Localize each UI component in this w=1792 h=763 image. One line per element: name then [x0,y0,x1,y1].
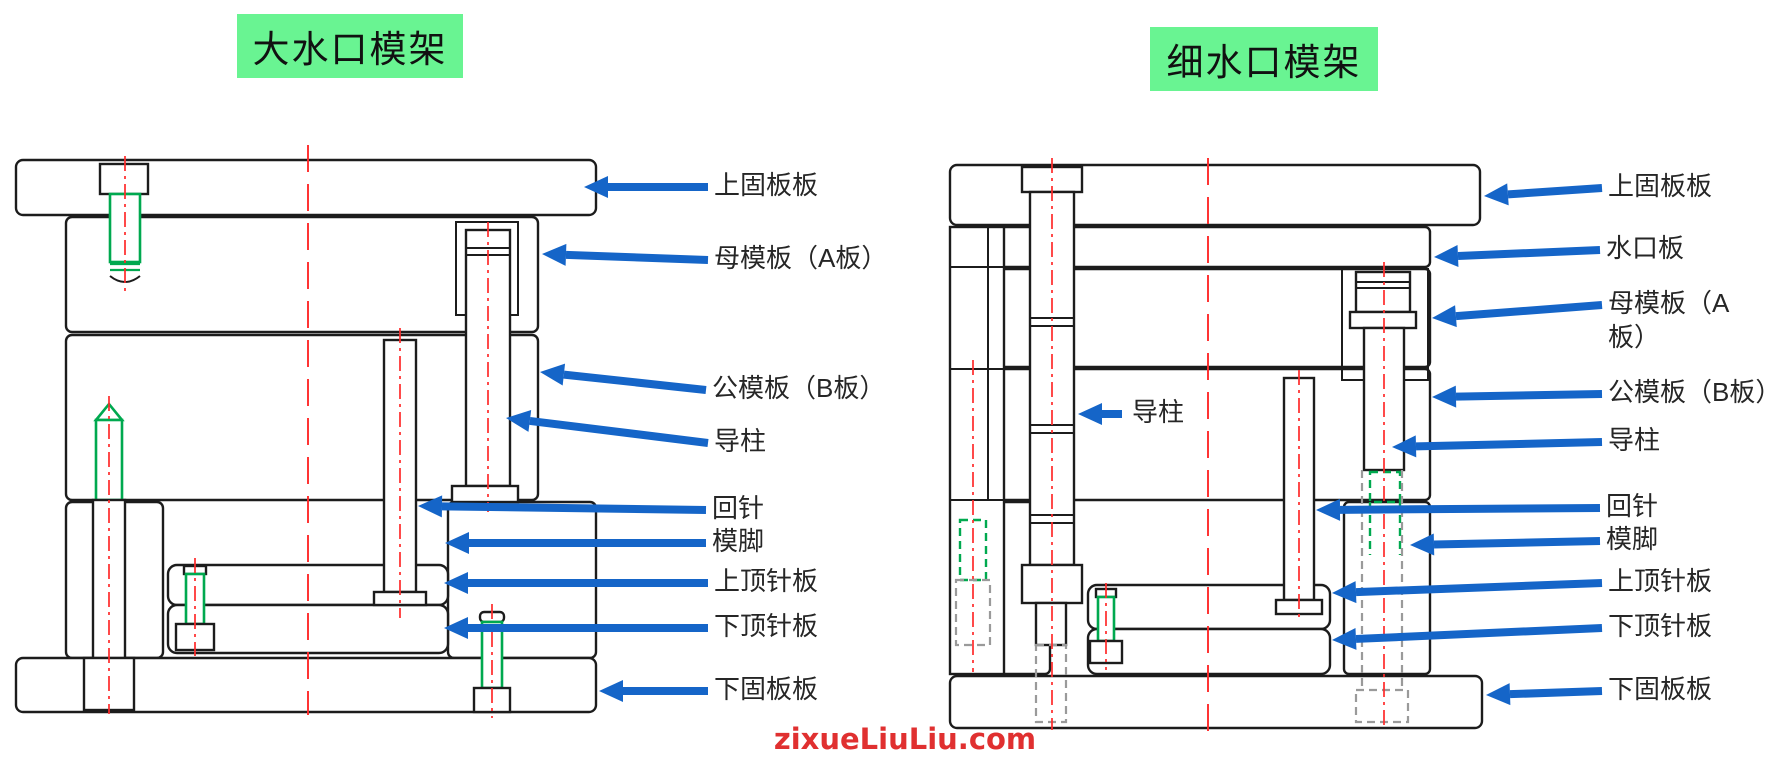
callout-arrow-line [1339,504,1601,514]
left-top-bolt [98,156,150,294]
callout-arrow-head [542,243,567,266]
callout-arrow-head [444,572,468,594]
part-label-return-pin: 回针 [1606,491,1658,521]
part-label-guide-pillar: 导柱 [1608,425,1660,455]
callout-arrow-line [1507,184,1603,199]
callout-lower-ejector-plate: 下顶针板 [444,611,818,641]
callout-arrow-head [1332,581,1357,604]
callout-arrow-head [584,176,608,198]
part-label-guide-pillar-inner: 导柱 [1132,397,1184,427]
callout-arrow-head [1078,403,1102,425]
callout-guide-pillar: 导柱 [1392,425,1660,458]
callout-arrow-line [441,502,707,514]
callout-runner-plate: 水口板 [1434,233,1684,267]
right-long-guide-pillar [1020,158,1084,730]
callout-arrow-head [418,495,443,518]
left-ejector-bolt [174,558,216,656]
callout-core-plate-b: 公模板（B板） [540,363,885,403]
part-label-guide-pillar: 导柱 [714,426,766,456]
part-label-bottom-clamp-plate: 下固板板 [1608,674,1712,704]
callout-lower-ejector-plate: 下顶针板 [1332,611,1712,650]
callout-arrow-line [1455,390,1603,401]
part-label-upper-ejector-plate: 上顶针板 [714,566,818,596]
left-return-pin [372,328,428,618]
left-bottom-clamp-plate [14,656,598,714]
callout-arrow-head [1432,305,1457,328]
callout-arrow-head [1484,183,1509,206]
callout-arrow-head [1486,683,1511,706]
large-gate-mold-diagram [14,145,598,718]
left-b-plate [64,333,540,502]
callout-arrow-head [1316,498,1341,521]
callout-guide-pillar-inner: 导柱 [1078,397,1184,427]
right-return-pin [1274,370,1324,622]
part-label-mold-foot: 模脚 [1606,524,1658,554]
part-label-lower-ejector-plate: 下顶针板 [714,611,818,641]
callout-arrow-head [540,363,566,386]
callout-guide-pillar: 导柱 [506,410,766,456]
callout-arrow-head [1410,533,1435,556]
watermark: zixueLiuLiu.com [773,722,1037,756]
callout-arrow-head [506,410,532,432]
part-label-lower-ejector-plate: 下顶针板 [1608,611,1712,641]
callout-mold-foot: 模脚 [1410,524,1658,556]
callout-arrow-head [1432,385,1457,408]
callout-arrow-head [1332,627,1357,650]
callout-core-plate-b: 公模板（B板） [1432,377,1781,408]
part-label-return-pin: 回针 [712,493,764,523]
callout-return-pin: 回针 [1316,491,1658,521]
callout-bottom-clamp-plate: 下固板板 [599,674,818,704]
callout-bottom-clamp-plate: 下固板板 [1486,674,1712,706]
callout-top-clamp-plate: 上固板板 [584,170,818,200]
part-label-core-plate-b: 公模板（B板） [712,373,885,403]
part-label-upper-ejector-plate: 上顶针板 [1608,566,1712,596]
callout-arrow-head [1392,435,1417,458]
left-long-bolt [82,396,136,714]
callout-arrow-line [1415,438,1603,451]
callout-arrow-line [565,250,709,264]
callout-arrow-line [1355,579,1603,597]
callout-arrow-line [563,370,707,394]
callout-top-clamp-plate: 上固板板 [1484,171,1712,206]
part-label-cavity-plate-a: 母模板（A板） [714,243,887,273]
callout-cavity-plate-a: 母模板（A板） [542,243,887,273]
part-label-top-clamp-plate: 上固板板 [714,170,818,200]
callout-arrow-head [445,532,469,554]
callout-arrow-line [529,416,709,447]
part-label-top-clamp-plate: 上固板板 [1608,171,1712,201]
left-diagram-title: 大水口模架 [237,14,463,78]
callout-arrow-head [599,680,623,702]
callout-arrow-line [1433,537,1601,549]
callout-arrow-line [1509,687,1603,699]
right-diagram-title: 细水口模架 [1150,27,1378,91]
left-a-plate [64,215,540,334]
callout-upper-ejector-plate: 上顶针板 [1332,566,1712,604]
right-side-column [948,225,1006,676]
right-bottom-clamp-plate [948,674,1484,730]
callout-arrow-line [1455,301,1603,321]
callout-arrow-head [444,617,468,639]
left-guide-pillar [450,221,520,512]
callout-upper-ejector-plate: 上顶针板 [444,566,818,596]
callout-arrow-line [1457,246,1601,260]
right-lower-ejector-plate [1086,627,1332,676]
part-label-core-plate-b: 公模板（B板） [1608,377,1781,407]
callout-arrow-head [1434,244,1459,267]
part-label-bottom-clamp-plate: 下固板板 [714,674,818,704]
right-ejector-bolt [1088,583,1124,670]
part-label-runner-plate: 水口板 [1606,233,1684,263]
callout-arrow-line [1355,624,1603,643]
callout-mold-foot: 模脚 [445,526,764,556]
left-bottom-bolt [472,604,512,718]
part-label-mold-foot: 模脚 [712,526,764,556]
callout-return-pin: 回针 [418,493,764,523]
